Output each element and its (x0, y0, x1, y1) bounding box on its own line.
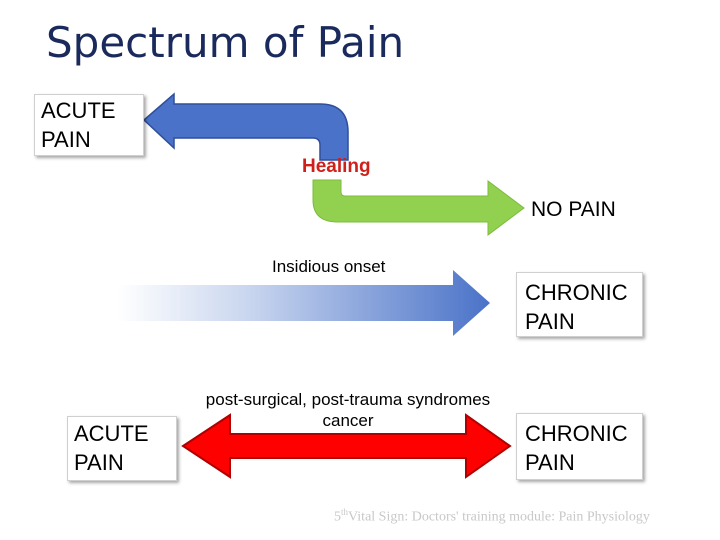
red-double-arrow (181, 413, 512, 479)
post-surgical-text: post-surgical, post-trauma syndromes (205, 390, 491, 409)
chronic-pain-box-middle: CHRONIC PAIN (516, 272, 643, 337)
footer-text: Vital Sign: Doctors' training module: Pa… (348, 509, 650, 525)
pain-label: PAIN (74, 450, 124, 475)
chronic-pain-box-bottom: CHRONIC PAIN (516, 413, 643, 480)
cancer-text: cancer (322, 411, 374, 430)
footer-superscript: th (341, 507, 349, 517)
footer-number: 5 (334, 509, 341, 525)
pain-label: PAIN (525, 450, 575, 475)
healing-label: Healing (302, 156, 371, 177)
page-title: Spectrum of Pain (46, 18, 405, 67)
insidious-onset-label: Insidious onset (272, 257, 386, 276)
no-pain-label: NO PAIN (531, 198, 616, 221)
insidious-onset-arrow (118, 270, 490, 336)
green-healing-arrow (312, 179, 525, 236)
acute-pain-box-top: ACUTE PAIN (34, 94, 144, 156)
post-surgical-label: post-surgical, post-trauma syndromes can… (196, 389, 500, 431)
chronic-label: CHRONIC (525, 421, 628, 446)
blue-return-arrow (142, 92, 349, 161)
footer-caption: 5thVital Sign: Doctors' training module:… (334, 507, 650, 526)
acute-label: ACUTE (41, 98, 116, 123)
pain-label: PAIN (41, 127, 91, 152)
pain-label: PAIN (525, 309, 575, 334)
acute-label: ACUTE (74, 421, 149, 446)
acute-pain-box-bottom: ACUTE PAIN (67, 416, 177, 481)
chronic-label: CHRONIC (525, 280, 628, 305)
